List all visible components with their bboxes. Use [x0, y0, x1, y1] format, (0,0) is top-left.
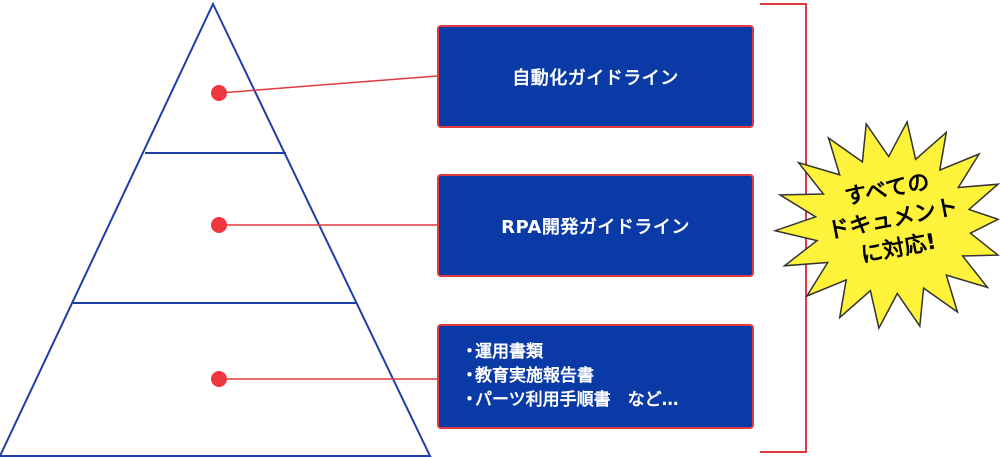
bullet: ・ [461, 366, 478, 386]
pyramid-outline [0, 1, 432, 457]
level-2-label: RPA開発ガイドライン [501, 216, 690, 238]
connector-dot-1 [211, 85, 227, 101]
connector-line-1 [218, 75, 438, 94]
list-item: ・パーツ利用手順書 など… [461, 390, 679, 410]
connector-dot-2 [211, 217, 227, 233]
bullet: ・ [461, 342, 478, 362]
list-item: ・教育実施報告書 [461, 366, 594, 386]
level-3-box: ・運用書類 ・教育実施報告書 ・パーツ利用手順書 など… [437, 324, 754, 429]
starburst-badge [772, 119, 1000, 331]
bullet: ・ [461, 390, 478, 410]
level-1-label: 自動化ガイドライン [512, 67, 679, 89]
list-item: ・運用書類 [461, 342, 543, 362]
connector-dot-3 [211, 371, 227, 387]
level-1-box: 自動化ガイドライン [437, 25, 754, 128]
level-2-box: RPA開発ガイドライン [437, 174, 754, 277]
